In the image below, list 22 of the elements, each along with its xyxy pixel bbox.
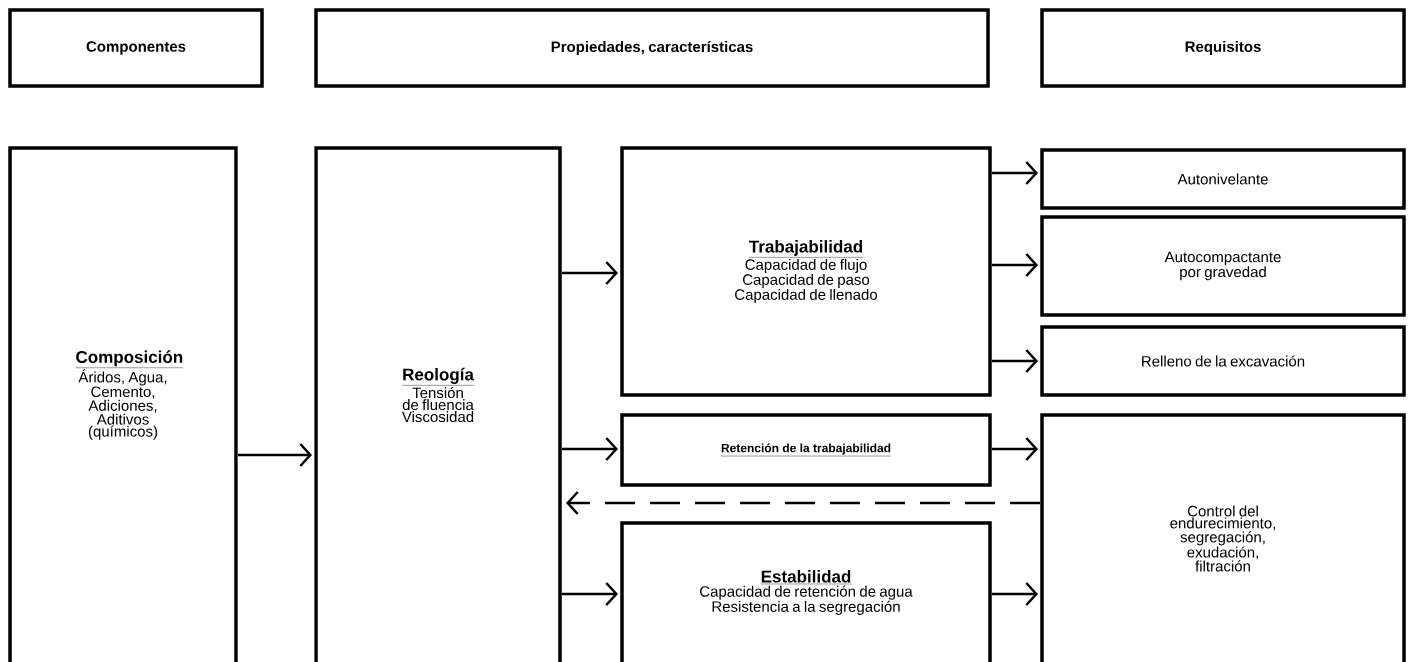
process-box: Composición Áridos, Agua, Cemento, Adiciones, Aditivos (químicos) [8,146,238,662]
arrow [605,261,618,285]
process-box: Reología Tensión de fluencia Viscosidad [314,146,562,662]
arrow [1025,161,1038,185]
process-box: Autonivelante [1040,148,1406,210]
process-box: Autocompactante por gravedad [1040,215,1406,317]
process-box: Control del endurecimiento, segregación, exudación, filtración [1040,413,1406,662]
header-box: Componentes [8,8,264,88]
arrow [605,582,618,606]
arrow [1025,349,1038,373]
arrow [605,437,618,461]
arrow [299,443,312,467]
process-box: Trabajabilidad Capacidad de flujo Capacidad de paso Capacidad de llenado [620,146,992,397]
header-box: Propiedades, características [314,8,990,88]
header-box: Requisitos [1040,8,1406,88]
dashed-arrow [566,491,579,515]
arrow [1025,253,1038,277]
arrow [1025,437,1038,461]
process-box: Estabilidad Capacidad de retención de agua Resistencia a la segregación [620,521,992,662]
process-box: Retención de la trabajabilidad [620,413,992,487]
process-box: Relleno de la excavación [1040,325,1406,397]
arrow [1025,582,1038,606]
